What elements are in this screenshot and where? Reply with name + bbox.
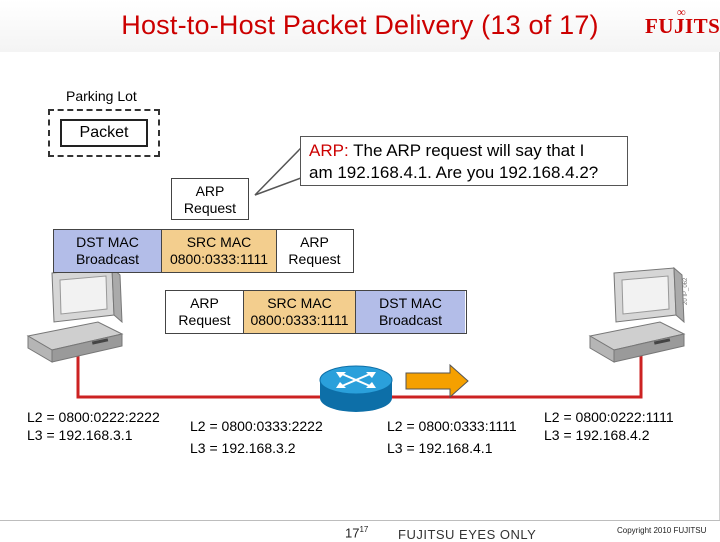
footer-divider <box>0 520 720 521</box>
callout-pointer <box>254 146 302 196</box>
cell-value: Request <box>288 251 341 267</box>
logo-infinity-icon: ∞ <box>677 5 687 19</box>
frame-received: DST MAC Broadcast SRC MAC 0800:0333:1111… <box>53 229 354 273</box>
l2-address: L2 = 0800:0222:1111 <box>544 409 674 425</box>
fujitsu-logo: FUJITSU ∞ <box>645 5 720 39</box>
copyright-label: Copyright 2010 FUJITSU <box>617 526 707 535</box>
cell-value: 0800:0333:1111 <box>169 251 269 267</box>
arrow-icon <box>405 363 469 399</box>
page-number-sup: 17 <box>359 525 369 534</box>
address-router-left: L2 = 0800:0333:2222 L3 = 192.168.3.2 <box>190 417 323 457</box>
address-host-right: L2 = 0800:0222:1111 L3 = 192.168.4.2 <box>544 408 674 444</box>
l3-address: L3 = 192.168.3.2 <box>190 440 296 456</box>
arp-request-line2: Request <box>183 200 237 216</box>
callout-line2: am 192.168.4.1. Are you 192.168.4.2? <box>309 163 599 182</box>
l3-address: L3 = 192.168.4.2 <box>544 427 650 443</box>
frame-cell-dst-mac: DST MAC Broadcast <box>54 230 162 272</box>
frame-cell-payload: ARP Request <box>166 291 244 333</box>
parked-packet: Packet <box>60 119 148 147</box>
cell-value: Broadcast <box>378 312 443 328</box>
frame-cell-payload: ARP Request <box>277 230 352 272</box>
arp-request-line1: ARP <box>195 183 225 199</box>
cell-heading: SRC MAC <box>186 234 252 250</box>
cell-heading: SRC MAC <box>267 295 332 311</box>
cell-heading: ARP <box>190 295 219 311</box>
cell-heading: DST MAC <box>76 234 139 250</box>
slide-title: Host-to-Host Packet Delivery (13 of 17) <box>121 10 599 40</box>
confidential-label: FUJITSU EYES ONLY <box>398 527 537 542</box>
l2-address: L2 = 0800:0222:2222 <box>27 409 160 425</box>
cell-heading: ARP <box>300 234 329 250</box>
l3-address: L3 = 192.168.3.1 <box>27 427 133 443</box>
cell-value: Request <box>178 312 231 328</box>
computer-icon <box>588 266 686 363</box>
computer-icon <box>26 266 124 363</box>
page-number: 1717 <box>345 525 368 540</box>
arp-callout: ARP: The ARP request will say that I am … <box>300 136 628 186</box>
l2-address: L2 = 0800:0333:1111 <box>387 418 517 434</box>
parking-lot-label: Parking Lot <box>66 88 137 104</box>
address-router-right: L2 = 0800:0333:1111 L3 = 192.168.4.1 <box>387 417 517 457</box>
frame-cell-src-mac: SRC MAC 0800:0333:1111 <box>244 291 356 333</box>
cell-value: Broadcast <box>75 251 140 267</box>
callout-line1: The ARP request will say that I <box>353 141 585 160</box>
frame-cell-src-mac: SRC MAC 0800:0333:1111 <box>162 230 277 272</box>
arp-request-box: ARP Request <box>171 178 249 220</box>
cell-value: 0800:0333:1111 <box>250 312 349 328</box>
l3-address: L3 = 192.168.4.1 <box>387 440 493 456</box>
logo-text: FUJITSU <box>645 14 720 38</box>
figure-code: 20 IP_062 <box>683 277 689 305</box>
frame-sent: ARP Request SRC MAC 0800:0333:1111 DST M… <box>165 290 467 334</box>
parking-lot: Packet <box>48 109 160 157</box>
l2-address: L2 = 0800:0333:2222 <box>190 418 323 434</box>
address-host-left: L2 = 0800:0222:2222 L3 = 192.168.3.1 <box>27 408 160 444</box>
router-icon <box>319 365 393 412</box>
frame-cell-dst-mac: DST MAC Broadcast <box>356 291 465 333</box>
callout-prefix: ARP: <box>309 141 349 160</box>
cell-heading: DST MAC <box>379 295 442 311</box>
page-number-main: 17 <box>345 525 360 541</box>
slide-header: Host-to-Host Packet Delivery (13 of 17) … <box>0 0 720 52</box>
